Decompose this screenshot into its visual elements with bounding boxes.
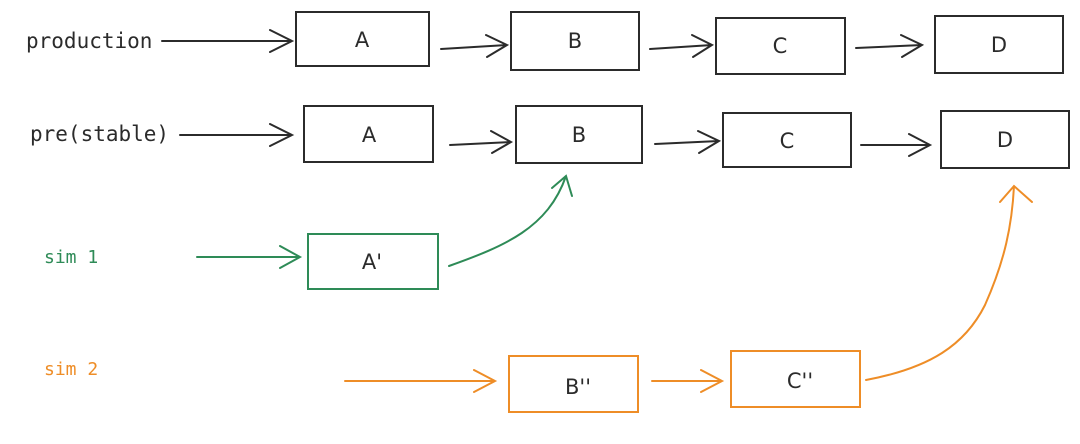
- row-prestable: pre(stable) A B C D: [30, 105, 1070, 169]
- box-sim2-b-double-prime: [508, 355, 639, 413]
- arrow-prestable-a-to-b: [449, 130, 514, 154]
- arrow-prestable-b-to-c: [654, 130, 722, 154]
- box-production-b: [510, 11, 640, 71]
- box-production-d: [934, 15, 1064, 74]
- row-label-production: production: [26, 29, 152, 53]
- box-prestable-c: [722, 112, 852, 168]
- row-label-prestable: pre(stable): [30, 122, 169, 146]
- row-label-sim1: sim 1: [44, 247, 98, 268]
- row-production: production A B C D: [26, 11, 1064, 75]
- row-sim2: sim 2 B'' C'': [44, 184, 1033, 413]
- box-label-prestable-c: C: [780, 129, 795, 153]
- box-prestable-a: [303, 105, 434, 163]
- arrow-sim1-into-a-prime: [196, 245, 303, 269]
- arrow-production-c-to-d: [855, 34, 925, 58]
- box-label-sim2-b-double-prime: B'': [565, 375, 591, 399]
- box-label-sim2-c-double-prime: C'': [787, 369, 813, 393]
- box-prestable-d: [940, 110, 1070, 169]
- box-sim2-c-double-prime: [730, 350, 861, 408]
- row-sim1: sim 1 A': [44, 174, 573, 290]
- arrow-sim1-a-prime-to-prestable-b: [448, 174, 573, 267]
- arrow-sim2-c-double-prime-to-prestable-d: [865, 184, 1033, 381]
- arrow-prestable-into-a: [179, 123, 295, 147]
- box-label-production-b: B: [568, 29, 582, 53]
- box-label-production-c: C: [773, 34, 788, 58]
- row-label-sim2: sim 2: [44, 359, 98, 380]
- arrow-prestable-c-to-d: [860, 133, 933, 157]
- box-label-prestable-b: B: [572, 123, 586, 147]
- arrow-production-a-to-b: [440, 34, 510, 58]
- box-label-production-a: A: [355, 28, 370, 52]
- box-prestable-b: [515, 105, 643, 164]
- box-production-c: [715, 17, 846, 75]
- box-sim1-a-prime: [307, 233, 439, 290]
- arrow-sim2-b-to-c-double-prime: [651, 369, 725, 393]
- box-label-prestable-a: A: [362, 123, 377, 147]
- arrow-sim2-into-b-double-prime: [344, 369, 498, 393]
- box-label-sim1-a-prime: A': [362, 250, 382, 274]
- box-production-a: [295, 11, 430, 67]
- box-label-production-d: D: [991, 33, 1007, 57]
- box-label-prestable-d: D: [997, 128, 1013, 152]
- arrow-production-b-to-c: [649, 34, 715, 58]
- arrow-production-into-a: [161, 29, 295, 53]
